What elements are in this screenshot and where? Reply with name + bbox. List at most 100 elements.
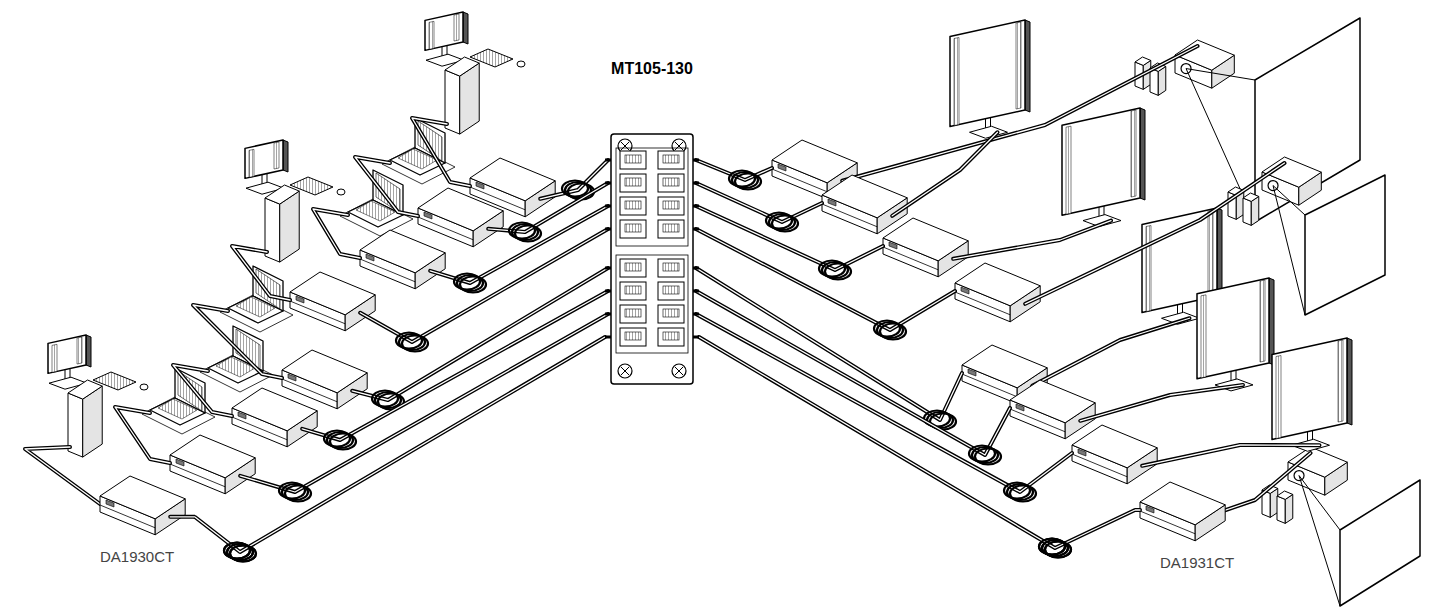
receiver-unit: DA1931CT: [1135, 478, 1241, 571]
projection-screen: [1340, 480, 1420, 606]
coil-loop: [975, 449, 1001, 465]
coil-loop: [230, 546, 256, 562]
box-top: [883, 218, 968, 261]
monitor-bezel: [1197, 278, 1269, 379]
box-top: [170, 435, 255, 478]
front-groove: [170, 464, 225, 487]
rj45-contacts: [663, 201, 679, 209]
box-top: [1010, 380, 1095, 423]
rj45-port: [620, 151, 646, 169]
source-cable: [173, 365, 232, 416]
rj45-contacts: [663, 332, 679, 340]
front-groove: [1010, 409, 1065, 432]
box-top: [470, 158, 555, 201]
speaker: [1277, 491, 1293, 523]
source-cable: [355, 157, 418, 216]
box-top: [290, 272, 375, 315]
cable-core: [193, 305, 282, 378]
screw-slot: [621, 367, 629, 375]
cable-core: [173, 365, 232, 416]
monitor-bezel: [48, 335, 86, 373]
mouse: [517, 61, 525, 67]
screen-shade: [1016, 22, 1021, 109]
monitor-bezel: [1272, 338, 1347, 440]
receiver-box: [1140, 482, 1225, 541]
transmitter-box: [360, 230, 445, 289]
screw-slot: [675, 142, 683, 150]
monitor-bezel: [1062, 108, 1140, 215]
screen-shade: [52, 344, 57, 372]
laptop-base: [150, 398, 205, 425]
rj45-contacts: [625, 224, 641, 232]
display-cable: [1032, 318, 1189, 386]
cable-coil: [924, 411, 956, 430]
box-top: [822, 175, 907, 218]
port-socket: [889, 242, 897, 249]
rj45-port: [658, 220, 684, 238]
rj45-port: [620, 328, 646, 346]
front-groove: [232, 417, 287, 440]
laptop-keys: [158, 399, 197, 419]
cable-core: [1025, 163, 1284, 304]
screw-slot: [675, 142, 683, 150]
node-text: DA1931CT: [1135, 478, 1241, 571]
front-groove: [418, 217, 473, 240]
cable-coil: [224, 543, 256, 562]
port-socket: [238, 412, 246, 419]
cable-core: [696, 314, 1072, 492]
projection-beam: [1299, 476, 1340, 530]
cable-coil: [969, 446, 1001, 465]
source-cable: [115, 407, 170, 463]
port-socket: [1078, 449, 1086, 456]
screen-shade: [954, 38, 959, 126]
transmitter-box: [170, 435, 255, 494]
port-socket: [366, 254, 374, 261]
unit-label: DA1930CT: [100, 548, 195, 565]
box-top: [445, 57, 479, 76]
display-cable: [1220, 453, 1311, 512]
port-plug: [693, 336, 699, 339]
monitor-bezel: [245, 140, 283, 178]
link-cable: [1135, 508, 1140, 512]
port-socket: [296, 296, 304, 303]
transmitter-unit: DA1930CT: [95, 472, 195, 565]
cable-core: [302, 291, 608, 440]
screen-shade: [274, 142, 279, 169]
link-cable: [240, 314, 608, 492]
cable-coil: [454, 274, 486, 293]
link-cable: [696, 314, 1072, 492]
front-groove: [290, 301, 345, 324]
port-plug: [605, 290, 611, 293]
cable-coil: [324, 431, 356, 450]
cable-core: [195, 337, 605, 552]
box-top: [955, 263, 1040, 306]
port-plug: [605, 267, 611, 270]
cable-core: [953, 221, 1111, 259]
front-groove: [1072, 454, 1127, 477]
screw-slot: [621, 367, 629, 375]
receiver-box: [1010, 380, 1095, 439]
speaker: [1243, 193, 1259, 225]
port-plug: [605, 159, 611, 162]
link-cable: [696, 268, 962, 420]
box-top: [360, 230, 445, 273]
receiver-box: [955, 263, 1040, 322]
cable-core: [1032, 318, 1189, 386]
monitor: [1062, 108, 1145, 227]
desktop-pc: [425, 12, 525, 134]
box-front: [1243, 198, 1251, 225]
box-top: [418, 188, 503, 231]
laptop-keys: [236, 297, 275, 317]
panel-screw: [618, 364, 632, 378]
port-socket: [424, 212, 432, 219]
laptop-base: [348, 200, 403, 227]
box-front: [1277, 496, 1285, 523]
projection-screen: [1305, 175, 1385, 315]
cable-core: [1135, 509, 1140, 510]
port-frame: [616, 255, 688, 353]
box-top: [232, 388, 317, 431]
panel-body: [611, 134, 693, 384]
rj45-port: [658, 259, 684, 277]
port-plug: [693, 205, 699, 208]
screen-shade: [1276, 356, 1281, 439]
